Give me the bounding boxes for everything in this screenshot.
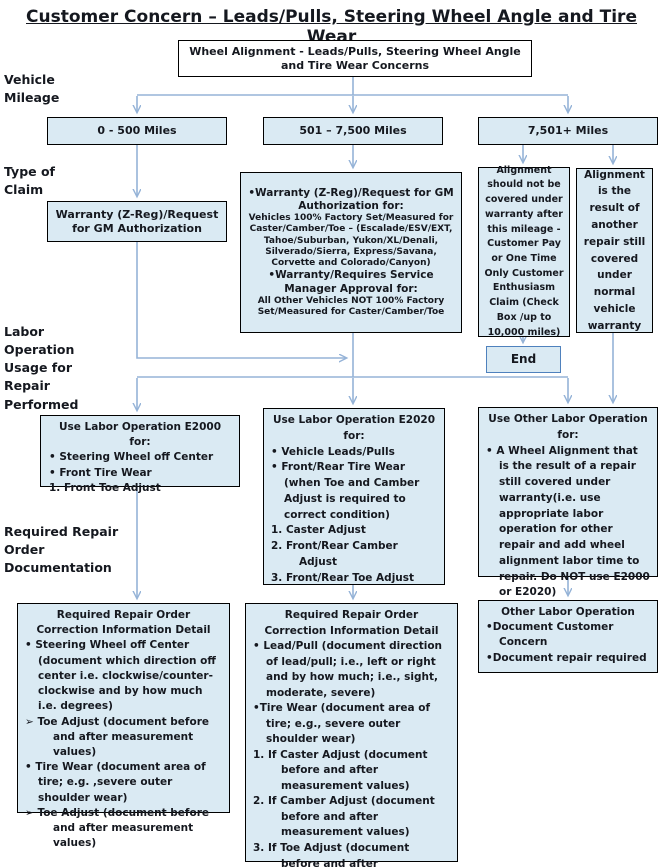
node-mileage-501-7500: 501 – 7,500 Miles (263, 117, 443, 145)
node-mileage-7501-plus: 7,501+ Miles (478, 117, 658, 145)
node-end: End (486, 346, 561, 373)
node-doc-other-detail: Other Labor Operation •Document Customer… (478, 600, 658, 673)
node-root: Wheel Alignment - Leads/Pulls, Steering … (178, 40, 532, 77)
node-labor-other: Use Other Labor Operation for: • A Wheel… (478, 407, 658, 598)
node-doc-e2020-detail: Required Repair Order Correction Informa… (245, 603, 458, 867)
label-type-of-claim: Type of Claim (4, 164, 55, 198)
node-labor-e2020: Use Labor Operation E2020 for: • Vehicle… (263, 408, 445, 585)
label-labor-operation: Labor Operation Usage for Repair Perform… (4, 324, 79, 412)
node-claim-warranty-zreg: Warranty (Z-Reg)/Request for GM Authoriz… (47, 201, 227, 242)
node-doc-e2000-detail: Required Repair Order Correction Informa… (17, 603, 230, 849)
label-vehicle-mileage: Vehicle Mileage (4, 72, 60, 106)
node-mileage-0-500: 0 - 500 Miles (47, 117, 227, 145)
node-labor-e2000: Use Labor Operation E2000 for: • Steerin… (40, 415, 240, 494)
node-claim-not-covered: Alignment should not be covered under wa… (478, 165, 570, 338)
node-claim-other-repair: Alignment is the result of another repai… (576, 168, 653, 333)
label-required-documentation: Required Repair Order Documentation (4, 524, 119, 576)
node-claim-warranty-detail: •Warranty (Z-Reg)/Request for GM Authori… (240, 172, 462, 333)
